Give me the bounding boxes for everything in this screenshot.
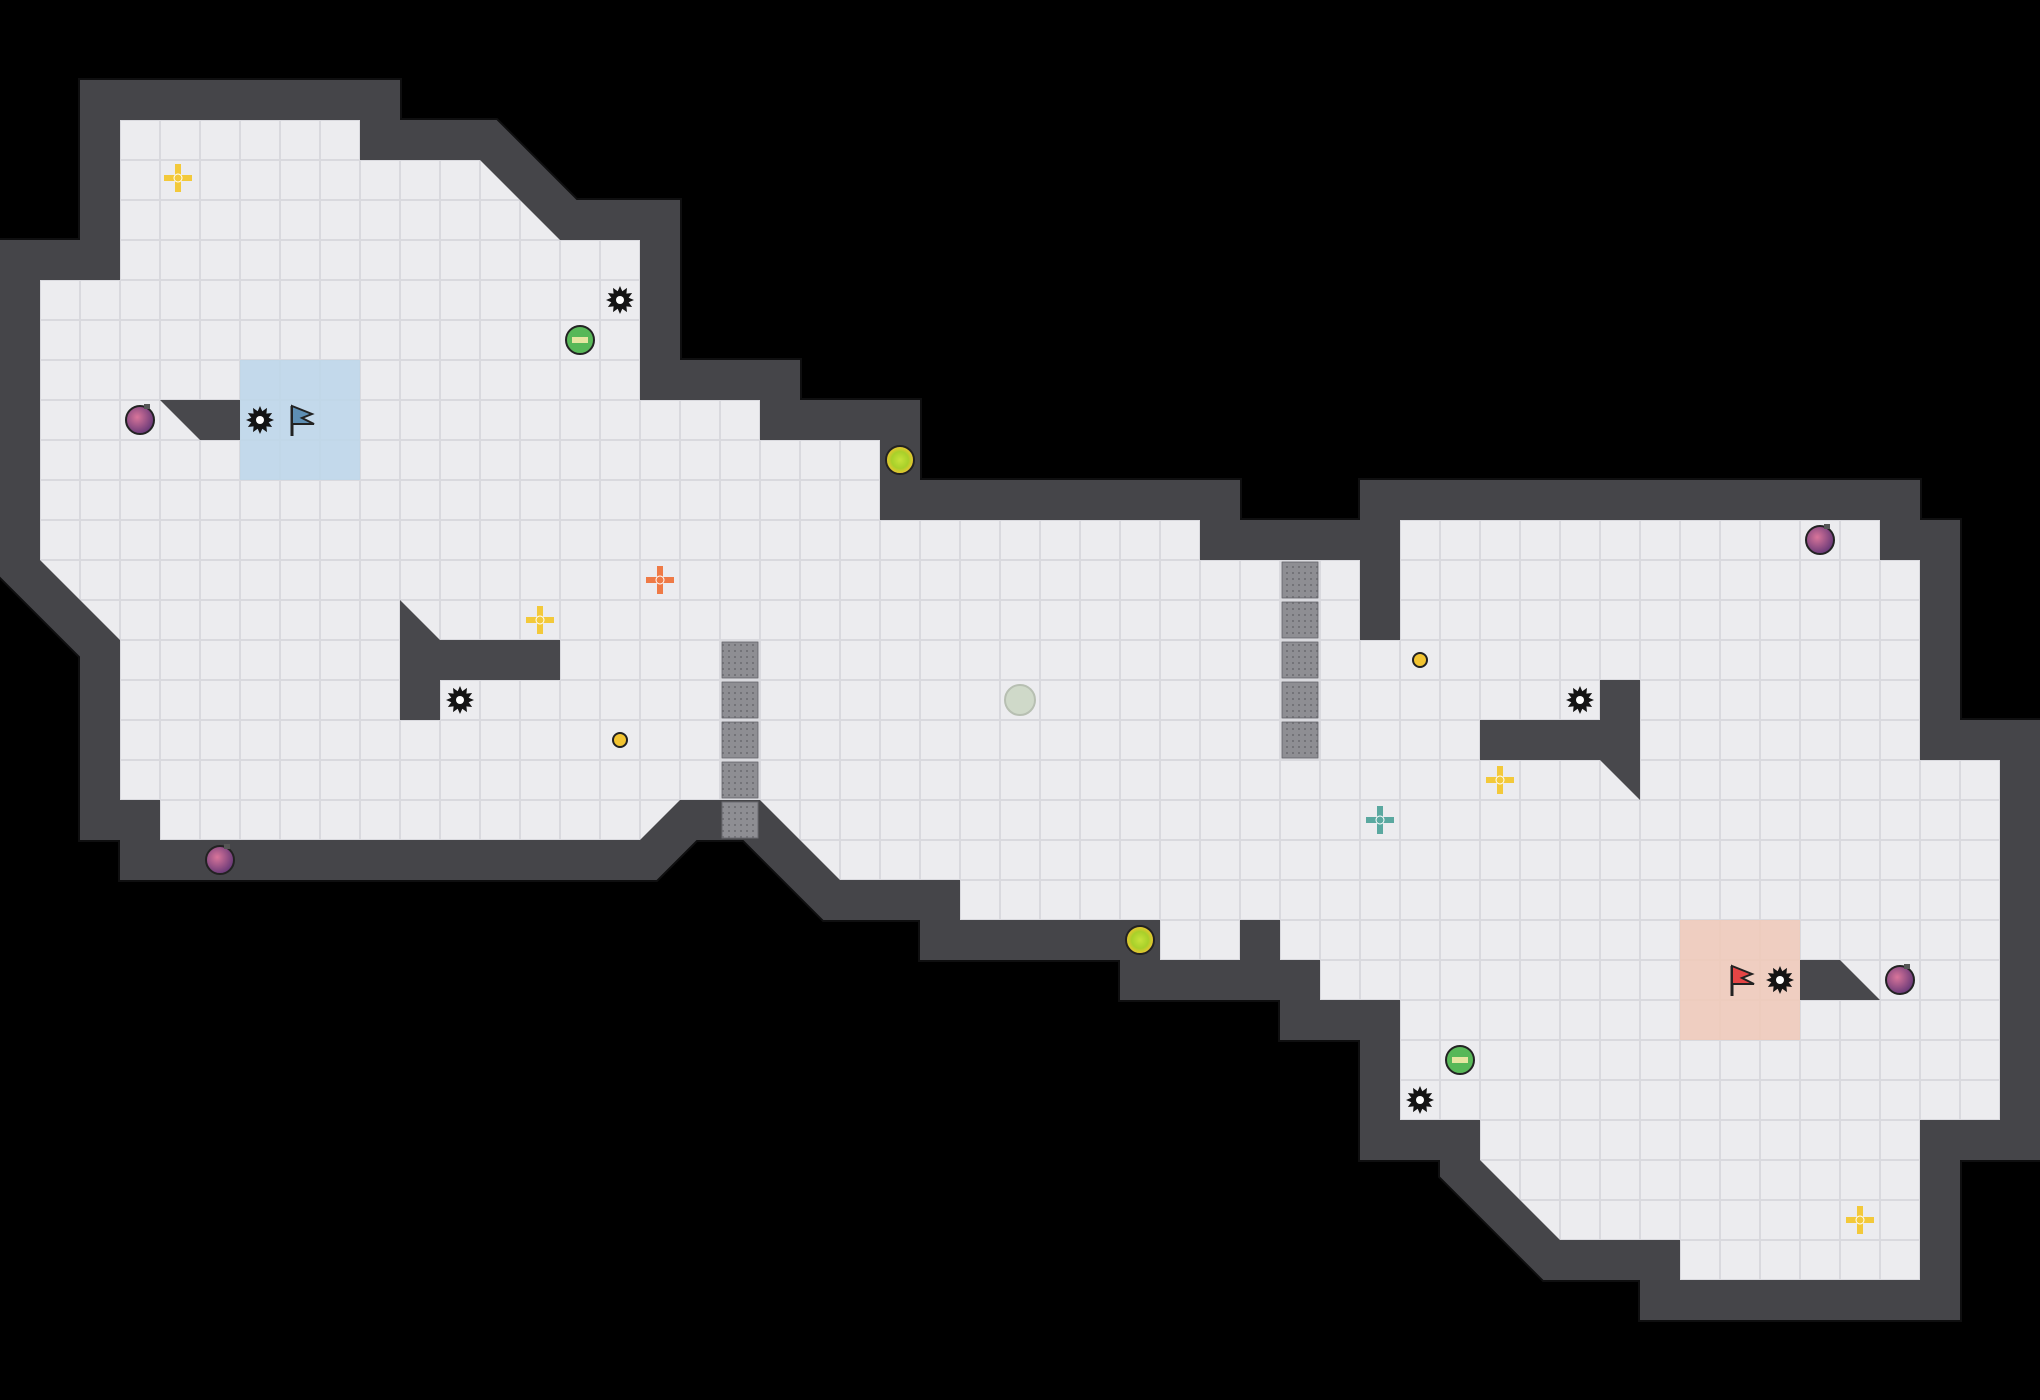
gates-layer <box>721 561 1319 839</box>
gate-tile-right <box>1281 641 1319 679</box>
inner-wall-right <box>1480 680 1640 800</box>
gate-tile-left <box>721 681 759 719</box>
boost-yellow-icon <box>1486 766 1514 794</box>
bomb-icon <box>1885 964 1915 995</box>
gate-tile-left <box>721 761 759 799</box>
speed-pad-icon <box>1125 925 1155 955</box>
gate-tile-left <box>721 641 759 679</box>
powerup-icon <box>1445 1045 1475 1075</box>
spike-icon <box>246 406 274 434</box>
spike-icon <box>1766 966 1794 994</box>
red-flag-icon <box>1730 964 1755 996</box>
inner-wall-left <box>400 600 560 720</box>
boost-orange-icon <box>646 566 674 594</box>
objects-layer <box>125 164 1915 1234</box>
gate-tile-right <box>1281 561 1319 599</box>
spike-icon <box>606 286 634 314</box>
speed-pad-icon <box>885 445 915 475</box>
portal-icon <box>1004 684 1036 716</box>
spike-icon <box>1566 686 1594 714</box>
inner-wall-wedge-red <box>1800 960 1880 1000</box>
inner-walls-layer <box>160 400 1880 1000</box>
boost-teal-icon <box>1366 806 1394 834</box>
spike-icon <box>446 686 474 714</box>
spike-icon <box>1406 1086 1434 1114</box>
gate-tile-left <box>721 721 759 759</box>
powerup-icon <box>565 325 595 355</box>
inner-wall-wedge-blue <box>160 400 240 440</box>
bomb-icon <box>125 404 155 435</box>
token-icon <box>1412 652 1428 668</box>
boost-yellow-icon <box>526 606 554 634</box>
token-icon <box>612 732 628 748</box>
gate-tile-left <box>721 801 759 839</box>
blue-flag-icon <box>290 404 315 436</box>
bomb-icon <box>205 844 235 875</box>
gate-tile-right <box>1281 681 1319 719</box>
gate-tile-right <box>1281 721 1319 759</box>
gate-tile-right <box>1281 601 1319 639</box>
boost-yellow-icon <box>164 164 192 192</box>
boost-yellow-icon <box>1846 1206 1874 1234</box>
bomb-icon <box>1805 524 1835 555</box>
